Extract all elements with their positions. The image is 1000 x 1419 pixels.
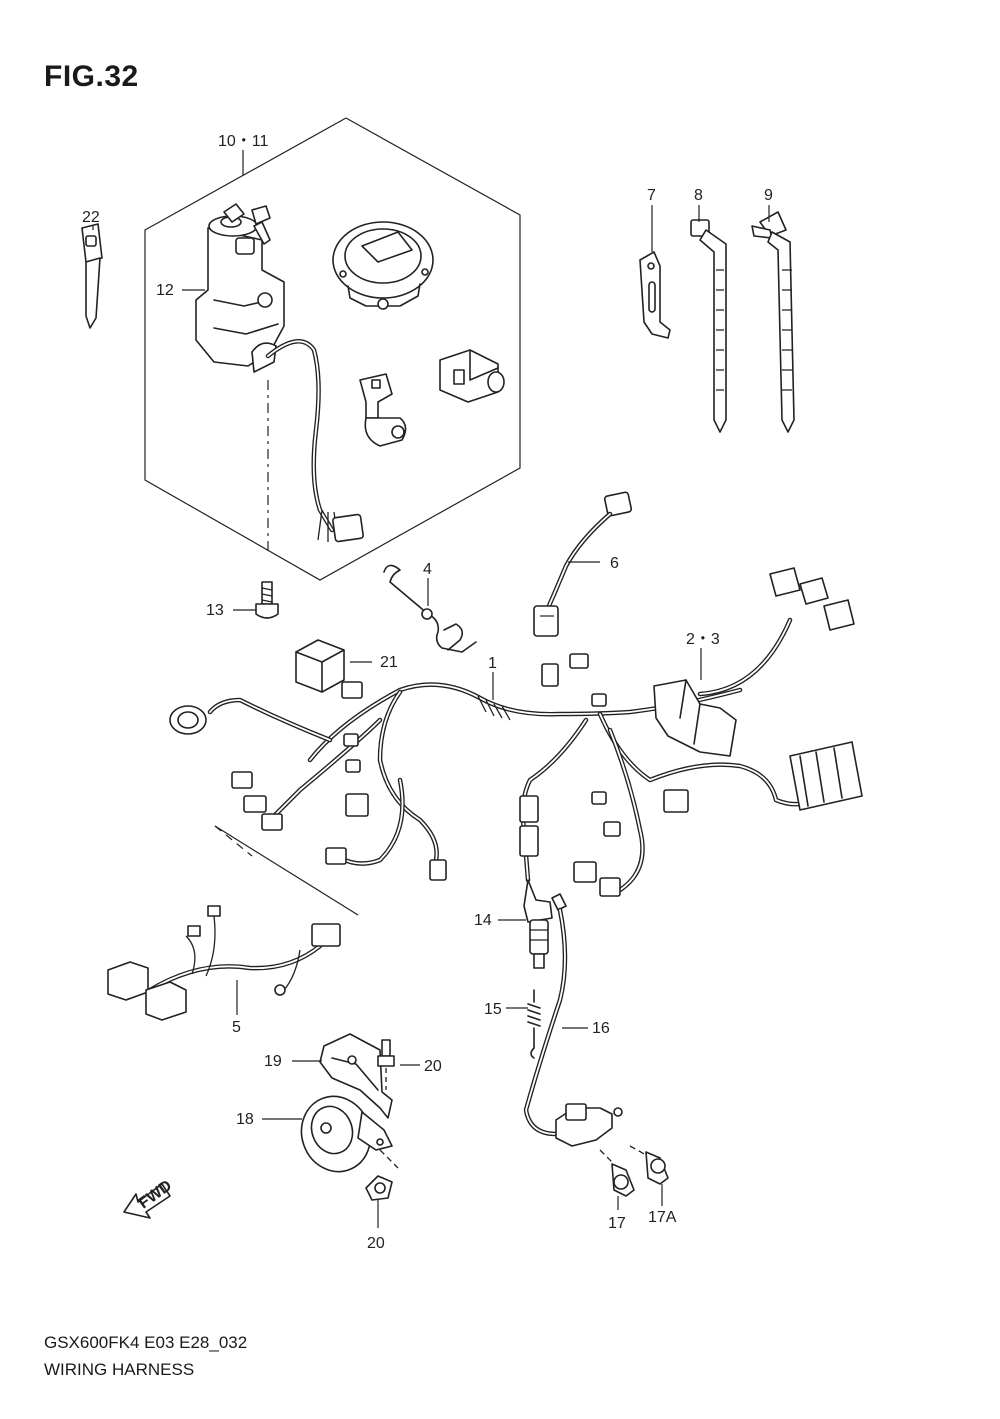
ignition-switch — [195, 203, 364, 555]
spring — [527, 989, 541, 1059]
main-wiring-harness — [169, 567, 863, 897]
callout-8: 8 — [694, 187, 703, 204]
helmet-lock — [439, 349, 505, 403]
callout-16: 16 — [592, 1020, 610, 1037]
callout-4: 4 — [423, 561, 432, 578]
sub-harness — [107, 825, 359, 1021]
bolt-17 — [599, 1149, 635, 1197]
callout-10-11: 10・11 — [218, 133, 269, 150]
horn — [300, 1095, 393, 1173]
fwd-arrow-label: FWD — [136, 1177, 175, 1212]
cable-tie-9 — [751, 211, 795, 433]
neutral-switch — [523, 879, 553, 969]
callout-6: 6 — [610, 555, 619, 572]
callout-9: 9 — [764, 187, 773, 204]
bolt-20-lower — [365, 1149, 399, 1201]
callout-1: 1 — [488, 655, 497, 672]
relay — [295, 639, 345, 693]
cable-tie-8 — [690, 219, 727, 433]
callout-12: 12 — [156, 282, 174, 299]
callout-5: 5 — [232, 1019, 241, 1036]
sensor-lead — [533, 491, 633, 637]
callout-22: 22 — [82, 209, 100, 226]
callout-17: 17 — [608, 1215, 626, 1232]
horn-bracket — [319, 1033, 393, 1119]
callout-2-3: 2・3 — [686, 631, 720, 648]
callout-19: 19 — [264, 1053, 282, 1070]
callout-labels: 10・11 22 12 13 7 8 9 4 6 21 1 2・3 14 15 … — [82, 133, 773, 1252]
callout-13: 13 — [206, 602, 224, 619]
fwd-arrow: FWD — [123, 1177, 175, 1219]
callout-21: 21 — [380, 654, 398, 671]
callout-17a: 17A — [648, 1209, 677, 1226]
clamp-7 — [639, 251, 671, 339]
fuel-cap-lock — [332, 221, 434, 310]
diagram-code: GSX600FK4 E03 E28_032 — [44, 1333, 248, 1352]
bolt-17a — [629, 1145, 669, 1185]
callout-14: 14 — [474, 912, 492, 929]
ignition-set-enclosure — [144, 117, 521, 581]
bolt-20-upper — [377, 1039, 395, 1090]
callout-18: 18 — [236, 1111, 254, 1128]
key — [81, 223, 103, 329]
callout-20-upper: 20 — [424, 1058, 442, 1075]
diagram-name: WIRING HARNESS — [44, 1360, 195, 1379]
side-stand-switch — [523, 893, 623, 1147]
figure-title: FIG.32 — [44, 60, 139, 93]
spring-clip — [383, 564, 477, 653]
callout-7: 7 — [647, 187, 656, 204]
callout-15: 15 — [484, 1001, 502, 1018]
callout-20-lower: 20 — [367, 1235, 385, 1252]
leader-lines — [92, 205, 770, 1228]
screw-13 — [255, 581, 279, 619]
seat-lock — [359, 373, 407, 447]
